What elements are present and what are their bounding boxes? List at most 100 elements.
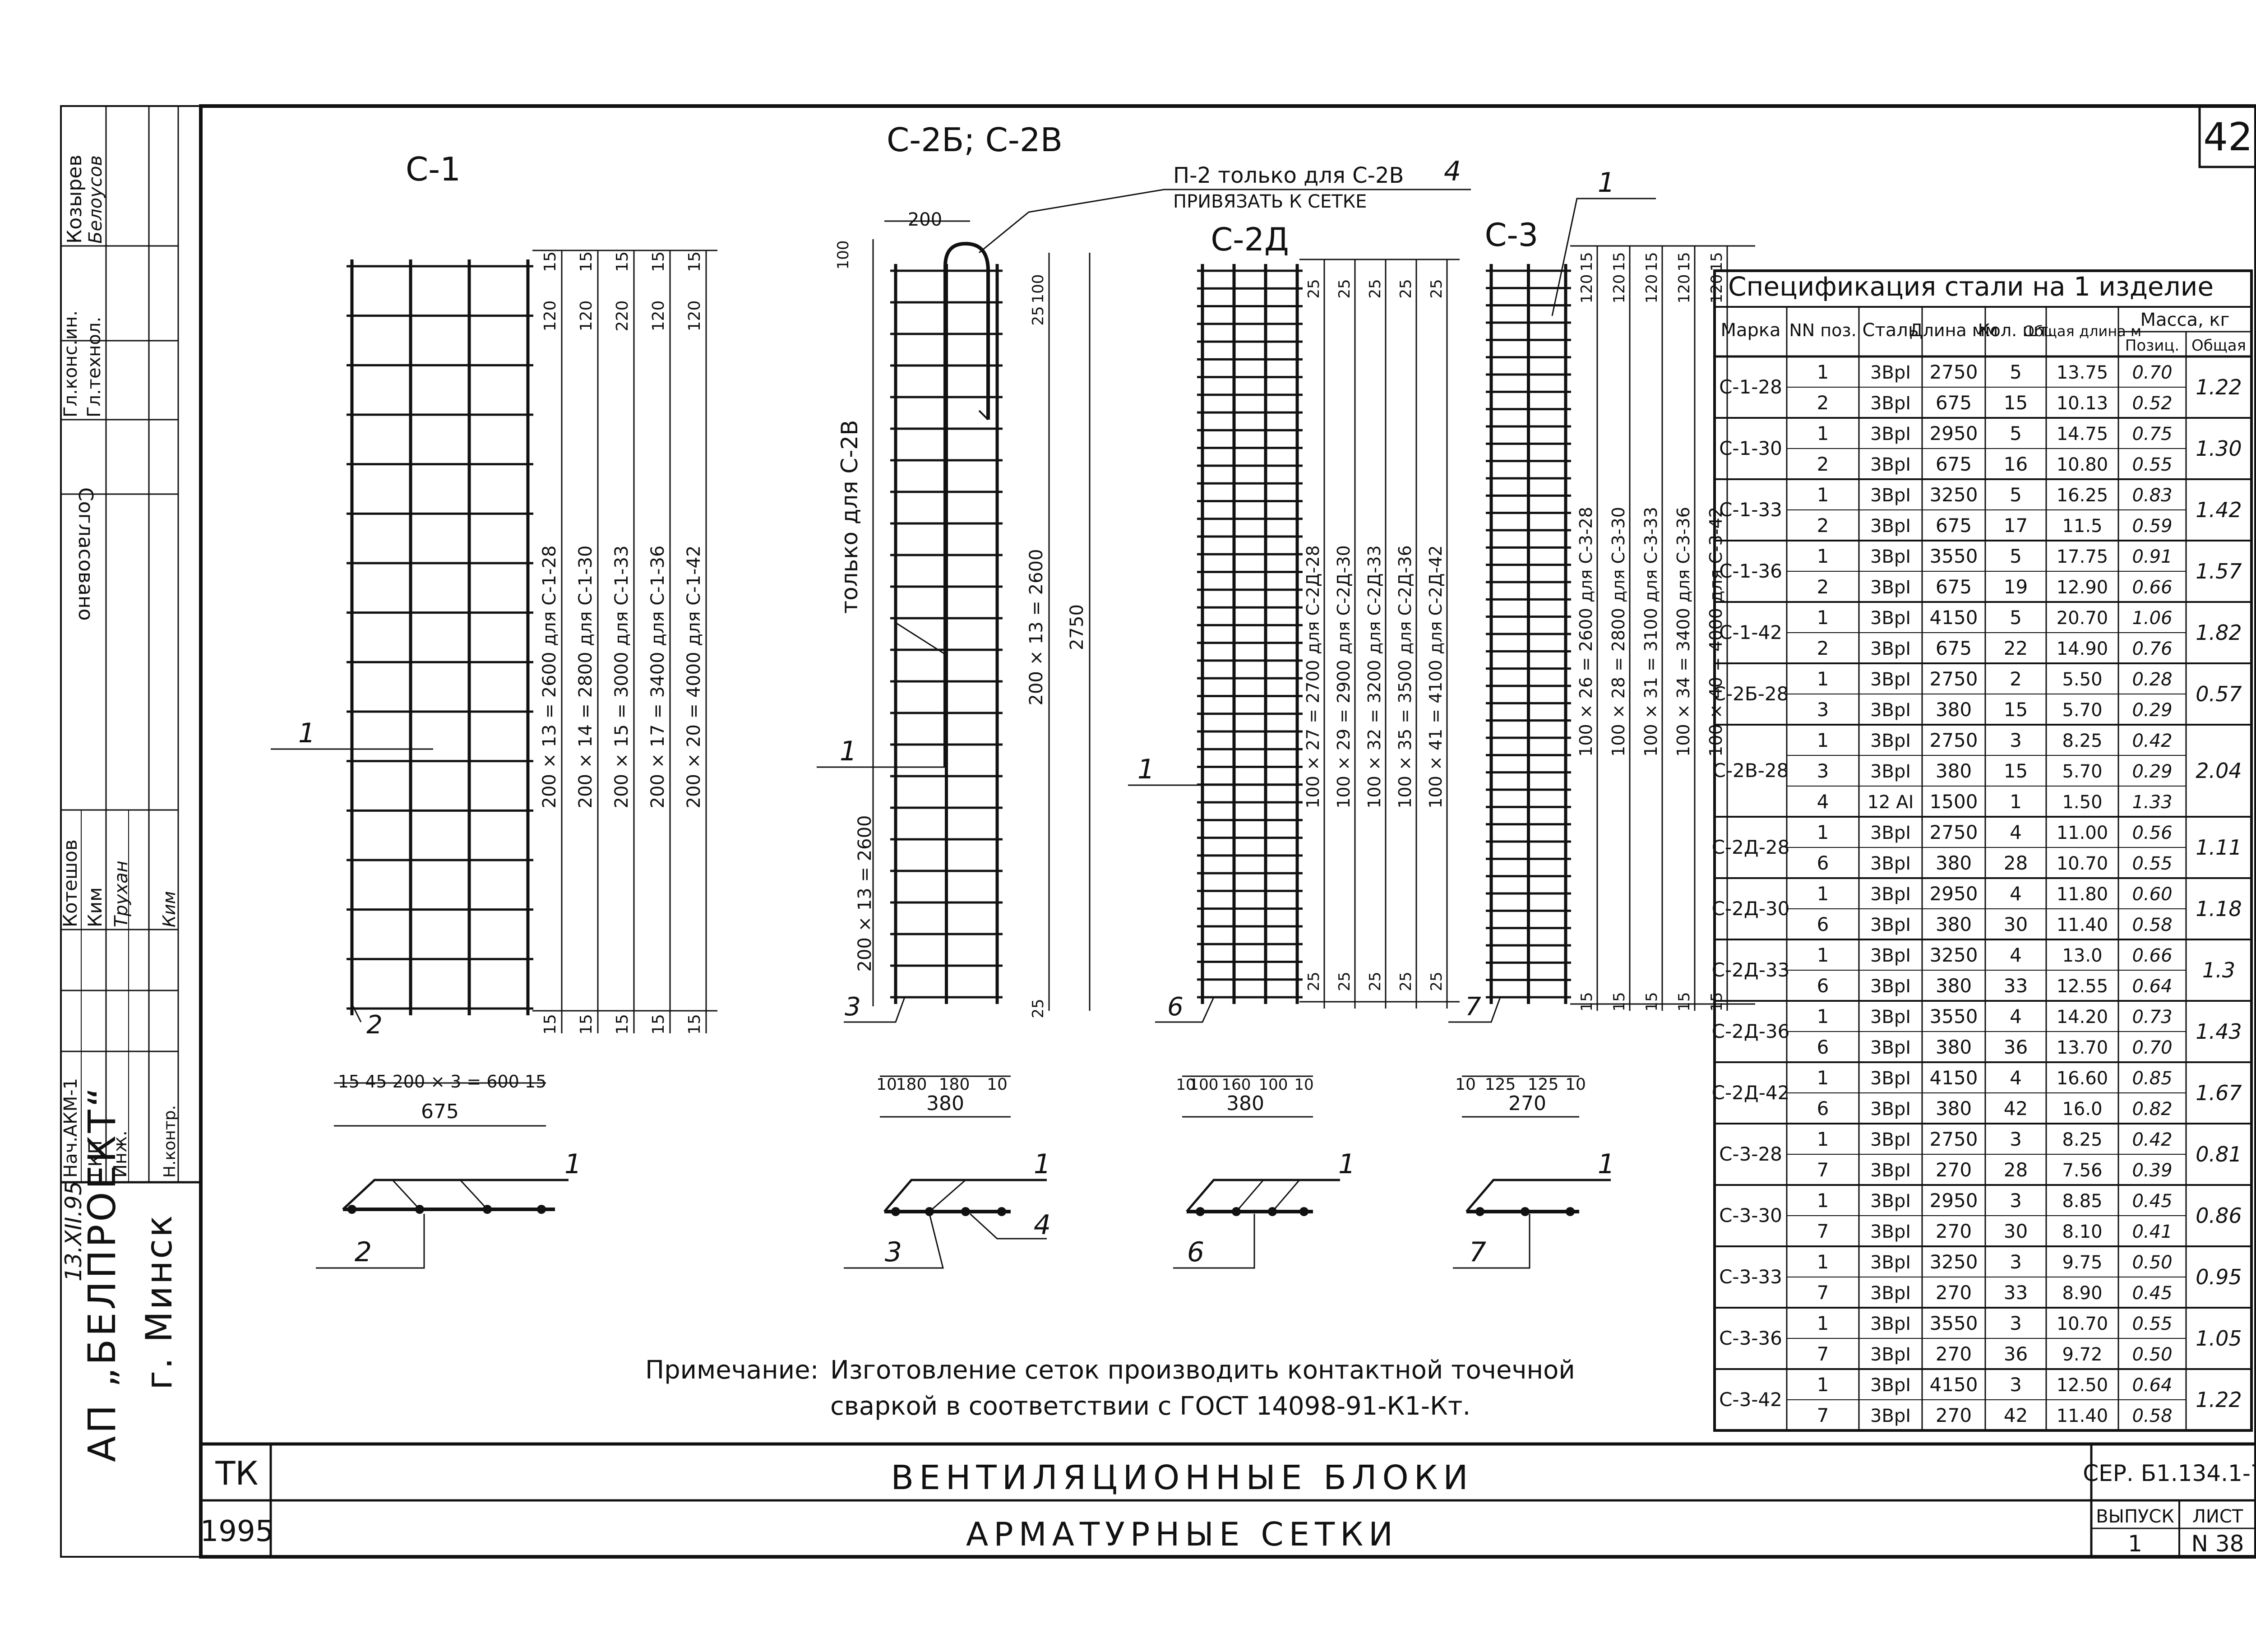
spec-mass-total: 1.42 <box>2196 498 2242 522</box>
spec-total-length: 8.90 <box>2062 1283 2102 1304</box>
spec-mark: С-2Д-28 <box>1712 836 1790 858</box>
spec-qty: 30 <box>2004 913 2028 935</box>
spec-pos: 2 <box>1817 514 1829 537</box>
spec-pos: 1 <box>1817 1005 1829 1027</box>
mesh-c2d-title: С-2Д <box>1211 221 1289 258</box>
mesh-c1-length-dim: 200 × 15 = 3000 для С-1-33 <box>611 546 632 809</box>
spec-mark: С-2Б-28 <box>1713 683 1789 705</box>
p2-note-pos: 4 <box>1444 156 1461 187</box>
spec-mark: С-2В-28 <box>1713 759 1789 782</box>
spec-mass-pos: 0.42 <box>2132 1129 2172 1150</box>
mesh-c2d-grid <box>1197 264 1303 1004</box>
spec-qty: 3 <box>2010 1128 2022 1150</box>
section-wire <box>537 1205 546 1214</box>
spec-total-length: 9.72 <box>2062 1344 2102 1365</box>
spec-total-length: 10.70 <box>2057 1314 2108 1334</box>
spec-pos: 6 <box>1817 1036 1829 1058</box>
spec-mass-total: 1.67 <box>2196 1081 2242 1105</box>
spec-qty: 5 <box>2010 606 2022 629</box>
spec-pos: 6 <box>1817 852 1829 874</box>
spec-total-length: 11.40 <box>2057 915 2108 935</box>
mesh-c3-edge-dim: 15 <box>1610 252 1628 271</box>
mesh-c2b-length-dim: 200 × 13 = 2600 <box>1026 549 1047 706</box>
spec-pos: 1 <box>1817 361 1829 383</box>
spec-total-length: 10.13 <box>2057 393 2108 414</box>
spec-length: 380 <box>1936 913 1972 935</box>
spec-pos: 3 <box>1817 699 1829 721</box>
mesh-c1-pos-2: 2 <box>366 1010 383 1040</box>
note-line-2: сваркой в соответствии с ГОСТ 14098-91-К… <box>830 1392 1470 1421</box>
mesh-c2b-section-pos-3: 3 <box>885 1236 902 1268</box>
section-wire <box>1475 1207 1484 1216</box>
leader-line <box>979 189 1471 254</box>
spec-qty: 3 <box>2010 1189 2022 1212</box>
mesh-c1-edge-dim: 15 <box>649 251 668 272</box>
spec-length: 4150 <box>1930 1067 1978 1089</box>
spec-pos: 7 <box>1817 1282 1829 1304</box>
mesh-c2b-pos-1: 1 <box>840 736 857 767</box>
spec-total-length: 12.50 <box>2057 1375 2108 1396</box>
leader-line <box>1448 997 1501 1023</box>
leader-line <box>1465 1179 1611 1212</box>
spec-pos: 1 <box>1817 545 1829 567</box>
spec-length: 675 <box>1936 514 1972 537</box>
mesh-c2b-title: С-2Б; С-2В <box>887 121 1063 159</box>
spec-qty: 42 <box>2004 1097 2028 1120</box>
mesh-c2d-width-dim: 10 <box>1176 1076 1195 1094</box>
spec-header-mark: Марка <box>1720 320 1780 341</box>
mesh-c3-width-dim: 125 <box>1528 1075 1559 1094</box>
leader-line <box>392 1179 421 1210</box>
mesh-c2d-length-dim: 100 × 32 = 3200 для С-2Д-33 <box>1364 545 1384 808</box>
mesh-c1-edge-dim: 15 <box>613 1014 632 1035</box>
mesh-c1-top-offset: 120 <box>649 301 668 332</box>
note-line-1: Изготовление сеток производить контактно… <box>830 1356 1575 1385</box>
spec-mass-pos: 0.73 <box>2132 1007 2172 1027</box>
spec-length: 4150 <box>1930 1374 1978 1396</box>
mesh-c1-grid <box>347 259 533 1015</box>
mesh-c2b-total-dim: 2750 <box>1067 604 1087 650</box>
spec-total-length: 9.75 <box>2062 1252 2102 1273</box>
spec-qty: 3 <box>2010 1251 2022 1273</box>
spec-total-length: 16.0 <box>2062 1099 2102 1120</box>
spec-pos: 1 <box>1817 1374 1829 1396</box>
spec-mark: С-1-36 <box>1719 560 1782 582</box>
leader-line <box>1173 1214 1255 1269</box>
spec-qty: 3 <box>2010 1374 2022 1396</box>
mesh-c1-edge-dim: 15 <box>541 1014 559 1035</box>
mesh-c2b-width-total: 380 <box>926 1092 964 1115</box>
mesh-c2d-edge-dim: 25 <box>1428 972 1446 991</box>
spec-steel: 3ВрI <box>1870 1344 1911 1365</box>
leader-line <box>1453 1214 1530 1269</box>
mesh-c3-width-dim: 125 <box>1485 1075 1516 1094</box>
spec-length: 380 <box>1936 1036 1972 1058</box>
mesh-c2d-width-total: 380 <box>1226 1092 1264 1115</box>
spec-steel: 3ВрI <box>1870 485 1911 506</box>
spec-steel: 3ВрI <box>1870 393 1911 414</box>
mesh-c3-length-dim: 100 × 34 = 3400 для С-3-36 <box>1674 507 1693 757</box>
mesh-c2d-edge-dim: 25 <box>1397 972 1415 991</box>
spec-mass-pos: 0.85 <box>2132 1068 2172 1089</box>
spec-length: 2750 <box>1930 668 1978 690</box>
staff-role-3: Инж. <box>110 1130 131 1178</box>
p2-dim-top: 200 <box>908 209 942 230</box>
spec-qty: 22 <box>2004 637 2028 659</box>
spec-mass-pos: 0.41 <box>2132 1222 2172 1242</box>
spec-pos: 6 <box>1817 1097 1829 1120</box>
mesh-c2d-length-dim: 100 × 35 = 3500 для С-2Д-36 <box>1395 545 1415 808</box>
organisation: АП „БЕЛПРОЕКТ“ <box>80 1085 124 1462</box>
spec-qty: 2 <box>2010 668 2022 690</box>
mesh-c3-title: С-3 <box>1485 217 1539 254</box>
mesh-c1-edge-dim: 15 <box>613 251 632 272</box>
spec-qty: 19 <box>2004 576 2028 598</box>
leader-line <box>459 1179 488 1210</box>
mesh-c3-edge-dim: 15 <box>1643 992 1661 1011</box>
spec-mass-total: 1.11 <box>2196 835 2242 860</box>
spec-pos: 4 <box>1817 791 1829 813</box>
leader-line <box>1186 1179 1340 1212</box>
mesh-c3-width-total: 270 <box>1508 1092 1546 1115</box>
spec-total-length: 10.70 <box>2057 853 2108 874</box>
mesh-c1-pos-1: 1 <box>298 717 315 749</box>
spec-qty: 5 <box>2010 545 2022 567</box>
